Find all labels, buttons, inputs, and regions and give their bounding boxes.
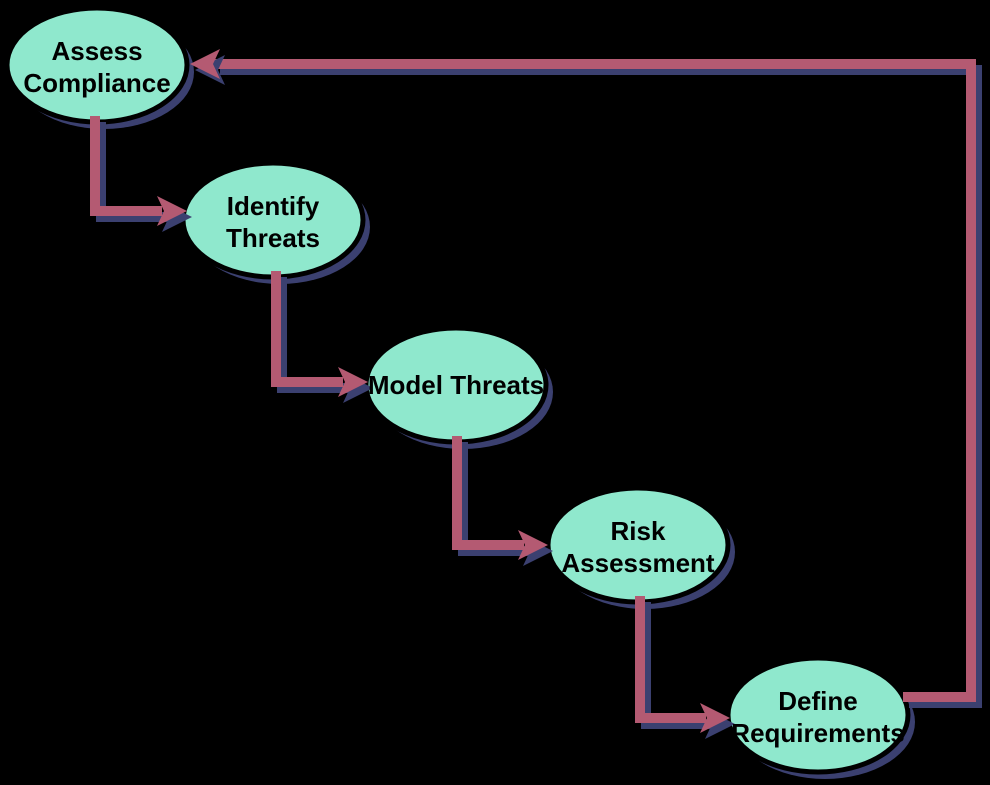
node-define-requirements: [725, 655, 911, 775]
edge-shadow-assess-to-identify: [96, 122, 168, 222]
arrowhead-assess-to-identify-icon: [157, 196, 187, 226]
edge-shadow-identify-to-model: [277, 277, 349, 393]
node-label: Model Threats: [368, 370, 544, 400]
edge-shadow-risk-to-define: [641, 602, 712, 729]
node-label: Assessment: [561, 548, 715, 578]
node-label: Compliance: [23, 68, 170, 98]
edge-layer: [90, 49, 982, 739]
label-layer: Assess Compliance Identify Threats Model…: [23, 36, 904, 748]
edge-assess-to-identify: [90, 116, 162, 216]
edge-risk-to-define: [635, 596, 706, 723]
edge-model-to-risk: [452, 436, 524, 550]
edge-shadow-model-to-risk: [458, 442, 530, 556]
edge-define-to-assess: [214, 59, 976, 702]
node-label: Define: [778, 686, 857, 716]
arrowhead-define-to-assess-icon: [190, 49, 220, 79]
arrowhead-identify-to-model-icon: [338, 367, 368, 397]
node-label: Threats: [226, 223, 320, 253]
node-label: Requirements: [731, 718, 904, 748]
edge-shadow-define-to-assess: [220, 65, 982, 708]
arrowhead-risk-to-define-icon: [700, 703, 730, 733]
node-label: Risk: [611, 516, 666, 546]
edge-identify-to-model: [271, 271, 343, 387]
node-label: Identify: [227, 191, 320, 221]
node-label: Assess: [51, 36, 142, 66]
arrowhead-model-to-risk-icon: [518, 530, 548, 560]
